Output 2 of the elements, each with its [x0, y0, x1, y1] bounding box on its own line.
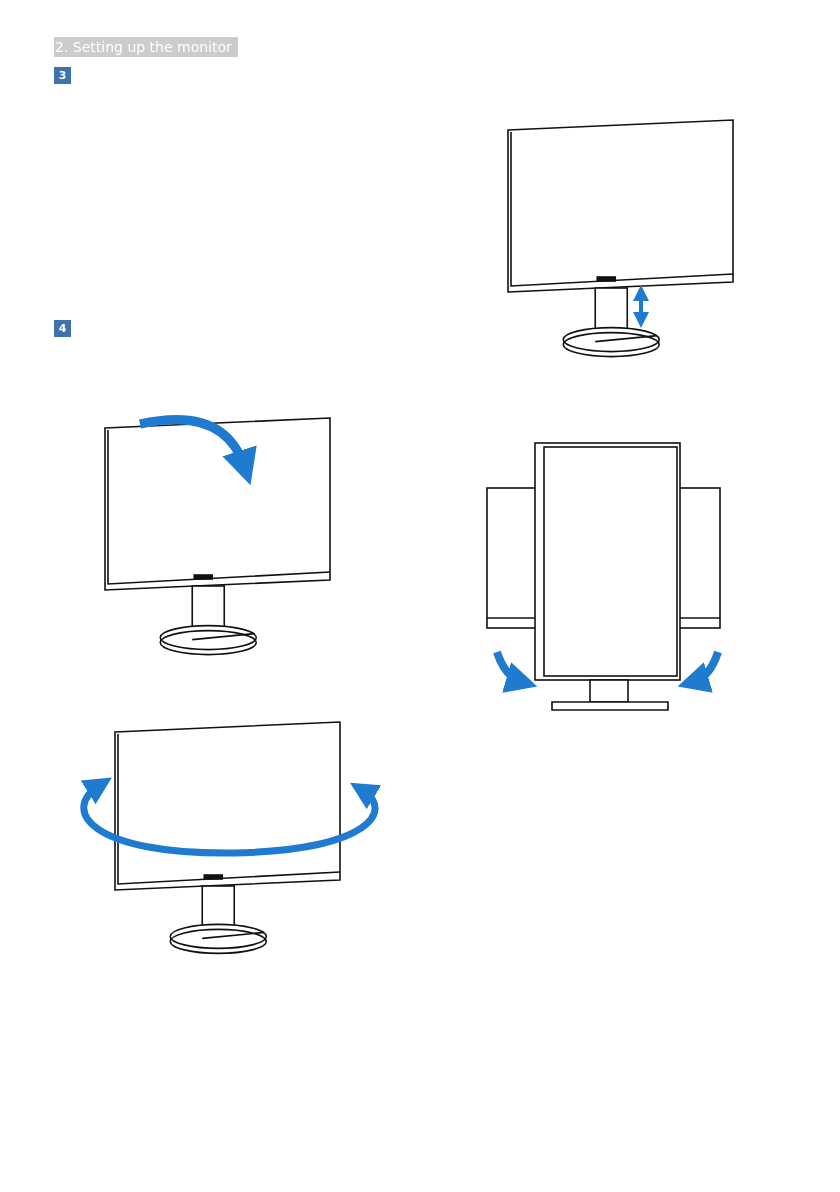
step-number: 4	[54, 320, 71, 337]
step-number: 3	[54, 67, 71, 84]
